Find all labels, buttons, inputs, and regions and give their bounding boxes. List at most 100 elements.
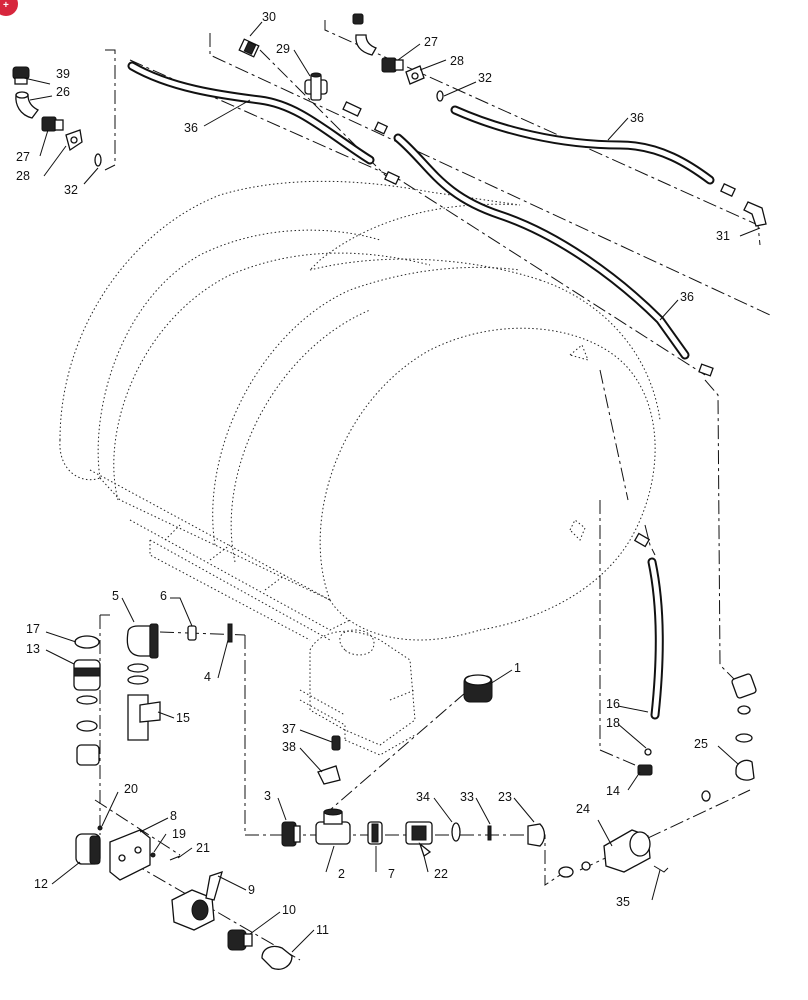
part-27-coupler-right[interactable] [381, 57, 404, 73]
callout-36-center: 36 [680, 290, 694, 304]
part-14-elbow[interactable] [637, 764, 653, 776]
callout-30: 30 [262, 10, 276, 24]
part-3-nipple[interactable] [281, 821, 301, 847]
part-39-cap[interactable] [12, 66, 30, 85]
callout-33: 33 [460, 790, 474, 804]
callout-24: 24 [576, 802, 590, 816]
part-30-fitting[interactable] [238, 38, 260, 58]
part-9-valve[interactable] [171, 870, 223, 931]
callout-22: 22 [434, 867, 448, 881]
part-4-gasket[interactable] [227, 623, 233, 643]
part-1-cap[interactable] [463, 674, 493, 703]
part-21-nut[interactable] [169, 855, 181, 861]
part-22-valve[interactable] [405, 821, 433, 858]
part-27-coupler-left[interactable] [41, 116, 64, 132]
callout-18: 18 [606, 716, 620, 730]
callout-leaders [23, 21, 761, 953]
part-23-elbow[interactable] [527, 823, 546, 847]
callout-32-right: 32 [478, 71, 492, 85]
callout-39: 39 [56, 67, 70, 81]
callout-2: 2 [338, 867, 345, 881]
part-6-clip[interactable] [187, 625, 197, 641]
part-12-adapter[interactable] [75, 833, 101, 865]
callout-20: 20 [124, 782, 138, 796]
part-24-tee[interactable] [603, 829, 651, 873]
callout-35: 35 [616, 895, 630, 909]
callout-36-left: 36 [184, 121, 198, 135]
part-10-fitting[interactable] [227, 929, 253, 951]
part-37-plug[interactable] [331, 735, 341, 751]
part-13-adapter[interactable] [73, 659, 101, 691]
part-right-fittings[interactable] [558, 532, 757, 878]
callout-27-right: 27 [424, 35, 438, 49]
part-11-cap[interactable] [261, 945, 293, 970]
part-top-cap-right[interactable] [352, 13, 364, 25]
callout-25: 25 [694, 737, 708, 751]
part-33-gasket[interactable] [487, 825, 492, 841]
part-inline-fittings[interactable] [342, 101, 736, 377]
part-38-elbow[interactable] [317, 765, 341, 785]
callout-28-left: 28 [16, 169, 30, 183]
part-19-washer[interactable] [150, 852, 156, 858]
callout-4: 4 [204, 670, 211, 684]
spray-tank-outline [59, 180, 661, 756]
callout-11: 11 [316, 923, 329, 937]
callout-12: 12 [34, 877, 48, 891]
callout-38: 38 [282, 740, 296, 754]
callout-34: 34 [416, 790, 430, 804]
part-17-oring[interactable] [74, 635, 100, 649]
callout-8: 8 [170, 809, 177, 823]
part-15-tee[interactable] [127, 663, 161, 741]
callout-5: 5 [112, 589, 119, 603]
hose-36-left [127, 61, 375, 165]
part-2-tee[interactable] [315, 808, 351, 845]
assembly-centerlines [94, 20, 771, 961]
hose-16 [647, 557, 664, 720]
part-34-oring[interactable] [451, 822, 461, 842]
callout-26: 26 [56, 85, 70, 99]
part-28-clamp-left[interactable] [65, 129, 83, 152]
callout-28-right: 28 [450, 54, 464, 68]
callout-9: 9 [248, 883, 255, 897]
part-31-elbow[interactable] [743, 201, 767, 227]
callout-37: 37 [282, 722, 296, 736]
part-18-clamp[interactable] [644, 748, 652, 756]
part-13-rings[interactable] [76, 695, 100, 766]
callout-3: 3 [264, 789, 271, 803]
callout-6: 6 [160, 589, 167, 603]
part-35-clip[interactable] [653, 865, 669, 873]
part-28-clamp-right[interactable] [405, 65, 425, 85]
callout-32-left: 32 [64, 183, 78, 197]
part-29-tee[interactable] [304, 72, 328, 101]
callout-7: 7 [388, 867, 395, 881]
callout-10: 10 [282, 903, 296, 917]
part-20-bolt[interactable] [97, 825, 103, 831]
part-26-elbow[interactable] [15, 91, 39, 119]
corner-badge[interactable]: + [0, 0, 18, 16]
callout-1: 1 [514, 661, 521, 675]
callout-labels: 30 29 39 26 27 28 32 36 27 28 32 36 31 3… [16, 10, 730, 937]
callout-16: 16 [606, 697, 620, 711]
callout-13: 13 [26, 642, 40, 656]
part-32-oring-right[interactable] [436, 90, 444, 102]
part-25-adapter[interactable] [735, 759, 755, 781]
callout-29: 29 [276, 42, 290, 56]
callout-14: 14 [606, 784, 620, 798]
part-32-oring-left[interactable] [94, 153, 102, 167]
part-7-nipple[interactable] [367, 821, 383, 845]
callout-27-left: 27 [16, 150, 30, 164]
callout-17: 17 [26, 622, 40, 636]
part-5-elbow[interactable] [126, 623, 159, 659]
callout-36-right: 36 [630, 111, 644, 125]
callout-23: 23 [498, 790, 512, 804]
callout-15: 15 [176, 711, 190, 725]
hose-36-right [450, 105, 715, 185]
hose-36-center [393, 133, 690, 360]
callout-31: 31 [716, 229, 730, 243]
part-elbow-right[interactable] [355, 34, 377, 56]
callout-19: 19 [172, 827, 186, 841]
callout-21: 21 [196, 841, 210, 855]
svg-text:+: + [3, 0, 9, 11]
part-8-bracket[interactable] [109, 829, 151, 881]
